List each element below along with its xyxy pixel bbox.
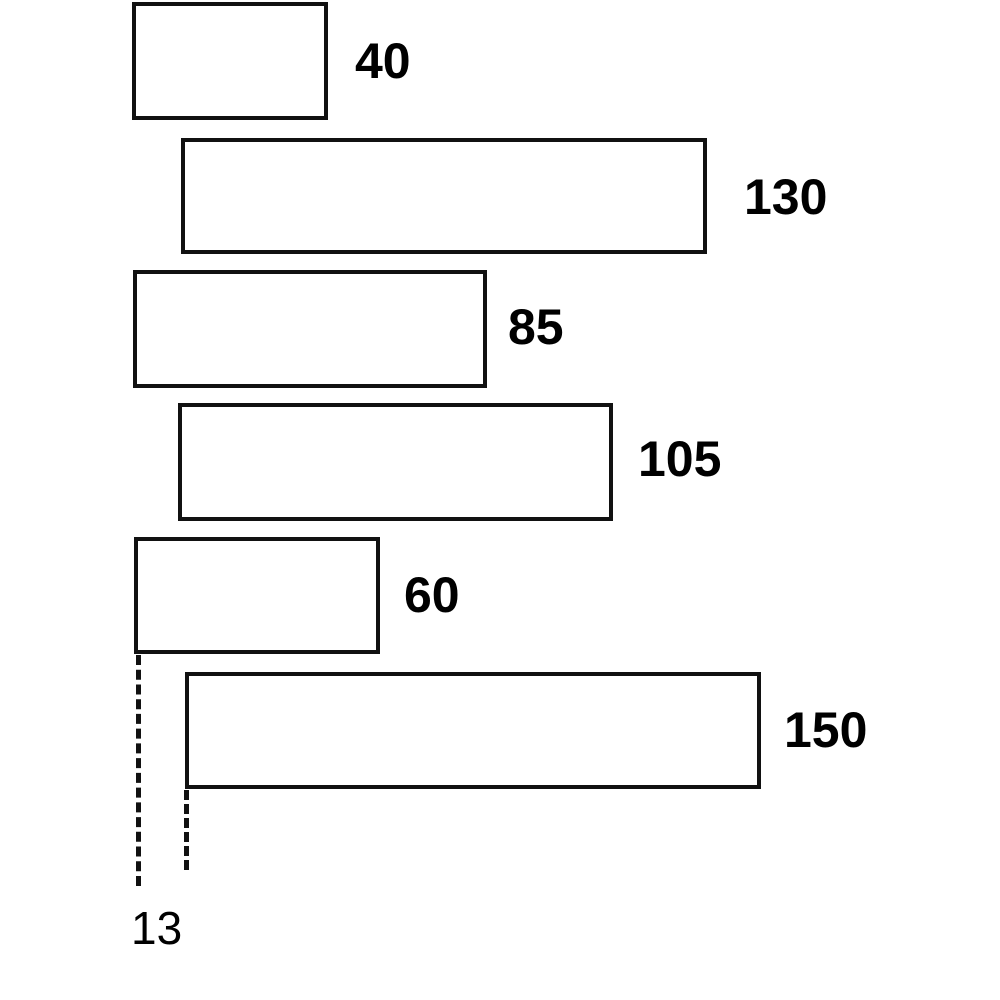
bar-rect-3 [133,270,487,388]
bar-rect-2 [181,138,707,254]
bar-value-label-3: 85 [508,299,564,355]
bar-value-label-4: 105 [638,431,722,487]
bar-rect-4 [178,403,613,521]
reference-line-left [136,655,141,886]
bar-value-label-1: 40 [355,33,411,89]
bar-rect-1 [132,2,328,120]
bar-rect-5 [134,537,380,654]
bar-value-label-6: 150 [784,702,868,758]
bar-value-label-5: 60 [404,567,460,623]
reference-line-right [184,790,189,870]
axis-tick-label-13: 13 [131,902,183,954]
bar-rect-6 [185,672,761,789]
bar-value-label-2: 130 [744,169,828,225]
